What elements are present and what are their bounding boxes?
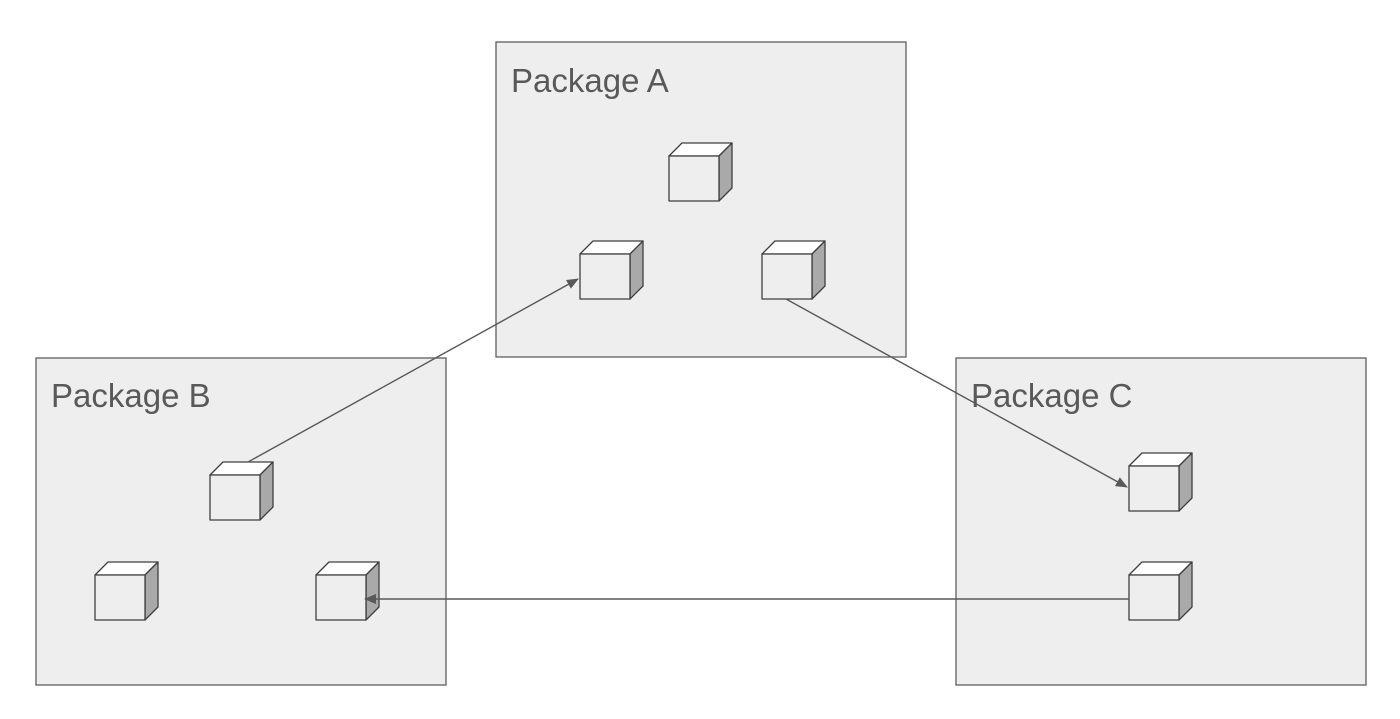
- dependency-arrow-a-to-c: [785, 298, 1128, 488]
- package-a-label: Package A: [511, 62, 669, 99]
- package-a-component-top-icon[interactable]: [668, 142, 733, 202]
- package-b[interactable]: Package B: [35, 357, 447, 686]
- package-a-component-left-icon[interactable]: [579, 240, 644, 300]
- package-c[interactable]: Package C: [955, 357, 1367, 686]
- package-b-component-top-icon[interactable]: [209, 461, 274, 521]
- package-b-label: Package B: [51, 377, 211, 414]
- package-c-component-top-icon[interactable]: [1128, 452, 1193, 512]
- package-c-label: Package C: [971, 377, 1132, 414]
- package-b-component-left-icon[interactable]: [94, 561, 159, 621]
- package-a-component-right-icon[interactable]: [761, 240, 826, 300]
- package-c-frame: [955, 357, 1367, 686]
- package-a[interactable]: Package A: [495, 41, 907, 358]
- package-b-frame: [35, 357, 447, 686]
- dependency-arrow-b-to-a: [247, 278, 579, 463]
- package-b-component-right-icon[interactable]: [315, 561, 380, 621]
- package-c-component-bottom-icon[interactable]: [1128, 561, 1193, 621]
